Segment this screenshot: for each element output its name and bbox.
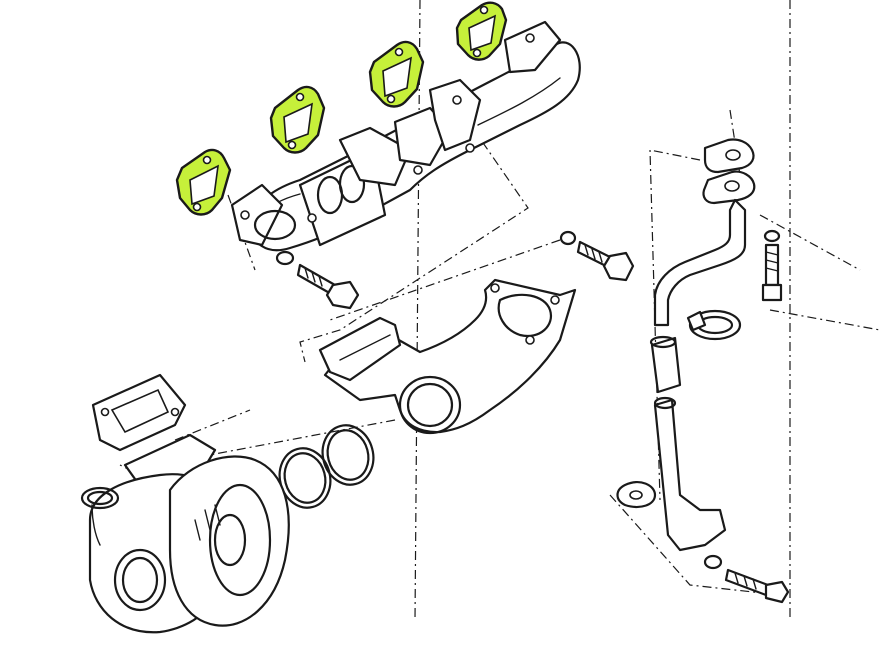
hose-clamp (686, 309, 742, 341)
turbo-adaptor-elbow (318, 278, 577, 435)
exhaust-manifold-gasket (455, 1, 508, 61)
oil-return-line (616, 396, 727, 552)
hose (649, 335, 682, 394)
manifold-gaskets (175, 1, 508, 216)
manifold-bolt (559, 230, 635, 282)
turbocharger (80, 433, 290, 634)
manifold-bolt (275, 250, 360, 310)
small-bolt (703, 554, 790, 604)
small-bolt (761, 229, 783, 302)
exhaust-manifold-gasket (269, 85, 326, 154)
exhaust-manifold-gasket (368, 40, 425, 108)
turbo-inlet-gasket (91, 373, 187, 452)
exhaust-manifold (230, 20, 581, 252)
seal-ring (321, 424, 375, 486)
oil-feed-line (653, 138, 756, 327)
exhaust-manifold-gasket (175, 148, 232, 216)
